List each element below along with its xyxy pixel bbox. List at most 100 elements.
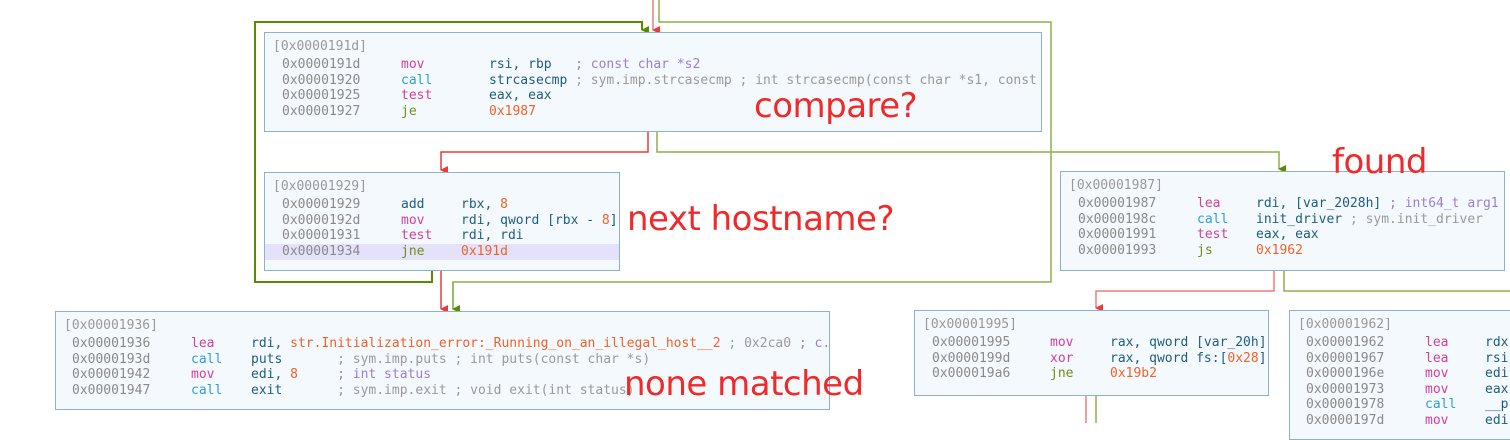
- instruction-mnemonic: mov: [401, 57, 425, 72]
- block-header: [0x00001995]: [923, 317, 1017, 332]
- instruction-operands: eax, eax: [489, 88, 552, 104]
- instruction-address: 0x0000191d: [282, 57, 361, 72]
- instruction-address: 0x00001947: [72, 382, 151, 398]
- instruction-mnemonic: xor: [1050, 350, 1074, 366]
- graph-edges: [254, 0, 1510, 423]
- code-block-191d[interactable]: [0x0000191d] 0x0000191d mov rsi, rbp ; cons…: [264, 32, 1042, 132]
- instruction-address: 0x00001920: [282, 72, 361, 88]
- operand: rbx,: [461, 197, 501, 212]
- operand: str.Initialization_error:_Running_on_an_…: [290, 336, 721, 351]
- instruction-row[interactable]: 0x00001978 call __p: [1290, 397, 1510, 413]
- operand: 8: [290, 367, 298, 382]
- operand: rdi, qword [rbx -: [461, 212, 602, 228]
- instruction-mnemonic: mov: [401, 212, 425, 228]
- instruction-row[interactable]: 0x0000191d mov rsi, rbp ; const char *s2: [265, 57, 1041, 73]
- instruction-operands: rdi, str.Initialization_error:_Running_o…: [251, 336, 829, 352]
- instruction-address: 0x0000197d: [1306, 412, 1385, 428]
- instruction-mnemonic: mov: [1425, 412, 1449, 428]
- instruction-row[interactable]: 0x000019a6 jne 0x19b2: [915, 366, 1268, 382]
- instruction-address: 0x00001931: [282, 228, 361, 243]
- instruction-operands: strcasecmp ; sym.imp.strcasecmp ; int st…: [489, 72, 1041, 89]
- instruction-comment: ; int status: [297, 367, 432, 382]
- instruction-address: 0x00001927: [282, 103, 361, 119]
- instruction-operands: rsi: [1485, 351, 1508, 367]
- instruction-address: 0x00001995: [932, 335, 1011, 350]
- instruction-operands: eax, eax: [1256, 227, 1319, 243]
- instruction-comment: ; sym.init_driver: [1342, 211, 1483, 227]
- instruction-row[interactable]: 0x00001925 test eax, eax: [265, 88, 1041, 104]
- instruction-operands: rax, qword fs:[0x28]: [1110, 351, 1267, 367]
- instruction-mnemonic: jne: [1050, 366, 1074, 381]
- operand: __p: [1485, 397, 1509, 412]
- operand: rdx: [1485, 335, 1509, 350]
- operand: rax, qword [var_20h]: [1110, 335, 1267, 350]
- instruction-address: 0x00001967: [1306, 350, 1385, 366]
- instruction-mnemonic: js: [1197, 242, 1213, 258]
- instruction-comment: ; 0x2ca0: [720, 336, 799, 351]
- instruction-operands: puts ; sym.imp.puts ; int puts(const cha…: [251, 352, 650, 368]
- instruction-mnemonic: call: [191, 382, 223, 398]
- edge-191d-true: [656, 132, 1286, 173]
- instruction-address: 0x00001993: [1078, 242, 1157, 258]
- instruction-mnemonic: add: [401, 197, 425, 212]
- operand: ]: [1258, 350, 1267, 366]
- instruction-row[interactable]: 0x0000199d xor rax, qword fs:[0x28]: [915, 351, 1268, 367]
- instruction-mnemonic: lea: [1425, 335, 1449, 350]
- instruction-address: 0x0000199d: [932, 350, 1011, 366]
- instruction-address: 0x000019a6: [932, 366, 1011, 381]
- instruction-row[interactable]: 0x00001920 call strcasecmp ; sym.imp.strca…: [265, 73, 1041, 89]
- edge-1987-false: [1095, 271, 1275, 312]
- instruction-row[interactable]: 0x0000197d mov edi: [1290, 413, 1510, 429]
- instruction-address: 0x0000198c: [1078, 211, 1157, 227]
- operand: strcasecmp: [489, 72, 568, 88]
- instruction-mnemonic: mov: [1050, 335, 1074, 350]
- annotation-none-matched: none matched: [624, 364, 864, 404]
- instruction-mnemonic: call: [1425, 397, 1457, 412]
- annotation-next-hostname: next hostname?: [627, 199, 895, 239]
- instruction-mnemonic: call: [191, 351, 223, 367]
- instruction-row[interactable]: 0x0000193d call puts ; sym.imp.puts ; int …: [56, 352, 829, 368]
- instruction-address: 0x0000192d: [282, 212, 361, 228]
- instruction-mnemonic: jne: [401, 243, 425, 259]
- instruction-mnemonic: test: [401, 88, 433, 103]
- instruction-mnemonic: lea: [191, 336, 215, 351]
- operand: edi: [1485, 412, 1509, 428]
- instruction-address: 0x00001925: [282, 88, 361, 103]
- block-header: [0x00001987]: [1069, 178, 1163, 193]
- instruction-mnemonic: test: [401, 228, 433, 243]
- instruction-address: 0x00001991: [1078, 227, 1157, 242]
- instruction-address: 0x0000193d: [72, 351, 151, 367]
- instruction-row[interactable]: 0x00001995 mov rax, qword [var_20h]: [915, 335, 1268, 351]
- instruction-address: 0x00001929: [282, 197, 361, 212]
- instruction-mnemonic: call: [401, 72, 433, 88]
- code-block-1995[interactable]: [0x00001995] 0x00001995 mov rax, qword [var…: [914, 310, 1269, 396]
- instruction-address: 0x00001934: [282, 243, 361, 259]
- instruction-operands: 0x19b2: [1110, 366, 1157, 382]
- instruction-operands: edi, 8 ; int status: [251, 367, 431, 383]
- instruction-address: 0x00001978: [1306, 397, 1385, 412]
- operand: init_driver: [1256, 211, 1343, 227]
- instruction-operands: rsi, rbp ; const char *s2: [489, 57, 700, 73]
- operand: eax, eax: [1256, 227, 1319, 242]
- block-header: [0x0000191d]: [273, 39, 367, 54]
